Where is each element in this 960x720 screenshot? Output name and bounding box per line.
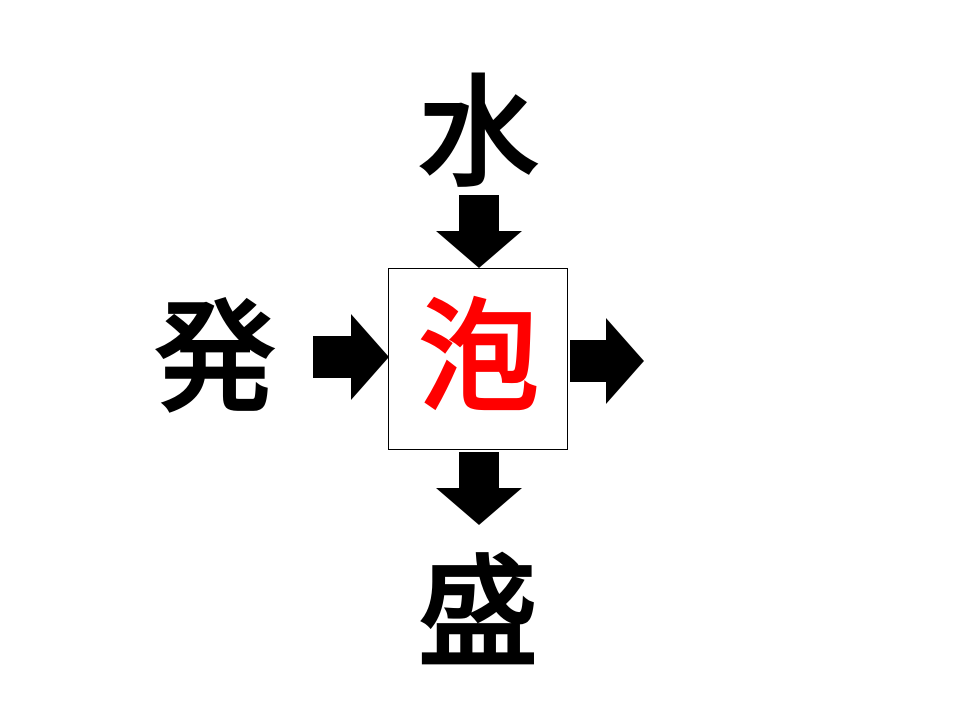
arrow-right-right-shape [570, 318, 644, 404]
clue-kanji-left: 発 [155, 290, 275, 429]
arrow-right-right-icon [570, 318, 644, 404]
arrow-down-top-icon [436, 195, 522, 268]
clue-kanji-bottom: 盛 [418, 545, 538, 684]
answer-kanji: 泡 [419, 289, 539, 428]
arrow-down-bottom-shape [436, 452, 522, 525]
clue-kanji-top: 水 [418, 65, 538, 204]
arrow-down-bottom-icon [436, 452, 522, 525]
answer-box: 泡 [388, 268, 568, 450]
arrow-right-left-icon [313, 314, 389, 400]
arrow-down-top-shape [436, 195, 522, 268]
arrow-right-left-shape [313, 314, 389, 400]
